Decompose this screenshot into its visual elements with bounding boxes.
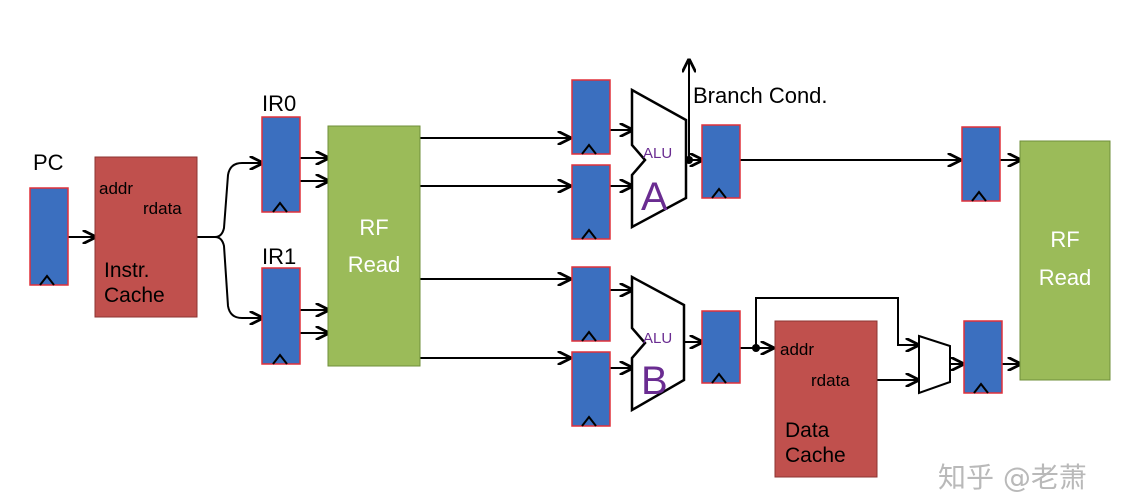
- pc-register: [29, 187, 69, 286]
- alu-b-input-register-1: [571, 266, 611, 342]
- rf-right-line2: Read: [1039, 265, 1092, 290]
- data-cache: addr rdata Data Cache: [774, 320, 878, 478]
- branch-cond-label: Branch Cond.: [693, 83, 828, 108]
- writeback-mux: [918, 334, 951, 395]
- alu-a-output-register: [701, 124, 741, 199]
- alu-a-input-register-2: [571, 164, 611, 240]
- icache-addr-label: addr: [99, 179, 133, 198]
- wire-icache-to-ir1: [197, 236, 262, 318]
- alu-a-small-label: ALU: [643, 145, 672, 162]
- icache-name-line1: Instr.: [104, 259, 150, 282]
- wire-bypass-to-mux: [755, 297, 918, 348]
- instruction-cache: addr rdata Instr. Cache: [94, 156, 198, 318]
- alu-a-input-register-1: [571, 79, 611, 155]
- writeback-register-b: [963, 320, 1003, 394]
- ir1-register: [261, 267, 301, 365]
- icache-rdata-label: rdata: [143, 199, 182, 218]
- icache-name-line2: Cache: [104, 284, 165, 307]
- rf-left-line1: RF: [359, 215, 388, 240]
- rf-left-line2: Read: [348, 252, 401, 277]
- alu-b-big-label: B: [641, 359, 668, 403]
- dcache-name-line2: Cache: [785, 444, 846, 467]
- rf-right-line1: RF: [1050, 227, 1079, 252]
- alu-b-input-register-2: [571, 351, 611, 427]
- watermark: 知乎 @老萧: [938, 461, 1087, 494]
- alu-b-small-label: ALU: [643, 330, 672, 347]
- ir0-register: [261, 116, 301, 213]
- dcache-rdata-label: rdata: [811, 371, 850, 390]
- dcache-name-line1: Data: [785, 419, 830, 442]
- rf-read-right: RF Read: [1019, 140, 1111, 381]
- ir0-label: IR0: [262, 91, 296, 116]
- writeback-register-a: [961, 126, 1001, 202]
- dcache-addr-label: addr: [780, 340, 814, 359]
- pc-label: PC: [33, 150, 64, 175]
- alu-a: ALU A: [630, 87, 688, 230]
- registers: [29, 79, 1003, 427]
- ir1-label: IR1: [262, 244, 296, 269]
- rf-read-left: RF Read: [327, 125, 421, 367]
- wire-icache-to-ir0: [197, 163, 262, 238]
- wires: [68, 60, 1020, 380]
- alu-a-big-label: A: [641, 175, 668, 219]
- alu-b: ALU B: [630, 274, 686, 413]
- alu-b-output-register: [701, 310, 741, 384]
